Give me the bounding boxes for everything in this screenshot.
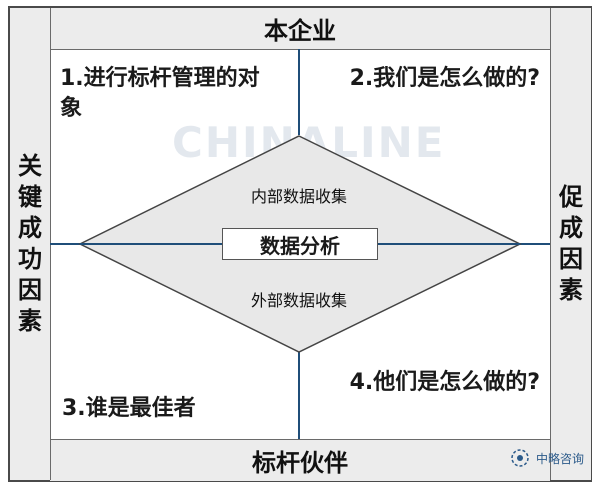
bottom-band-label: 标杆伙伴 [50,439,550,481]
quadrant-3-label: 3.谁是最佳者 [62,396,196,421]
left-band-label: 关键成功因素 [17,152,42,335]
diamond-lower-label: 外部数据收集 [250,291,347,310]
quadrant-2-label: 2.我们是怎么做的? [349,66,540,91]
top-band-label: 本企业 [50,8,550,50]
diamond-upper-label: 内部数据收集 [250,187,347,206]
vertical-axis-lower [298,351,300,439]
center-analysis-box: 数据分析 [222,228,378,260]
right-band: 促成因素 [550,8,591,480]
vertical-axis-upper [298,49,300,135]
company-logo: 中略咨询 [507,447,584,469]
logo-text: 中略咨询 [535,451,584,466]
right-band-label: 促成因素 [558,183,583,304]
horizontal-axis-right [518,243,550,245]
horizontal-axis-left [50,243,82,245]
quadrant-1-label: 1.进行标杆管理的对象 [60,66,260,121]
logo-mark-icon [511,449,529,467]
quadrant-4-label: 4.他们是怎么做的? [349,370,540,395]
